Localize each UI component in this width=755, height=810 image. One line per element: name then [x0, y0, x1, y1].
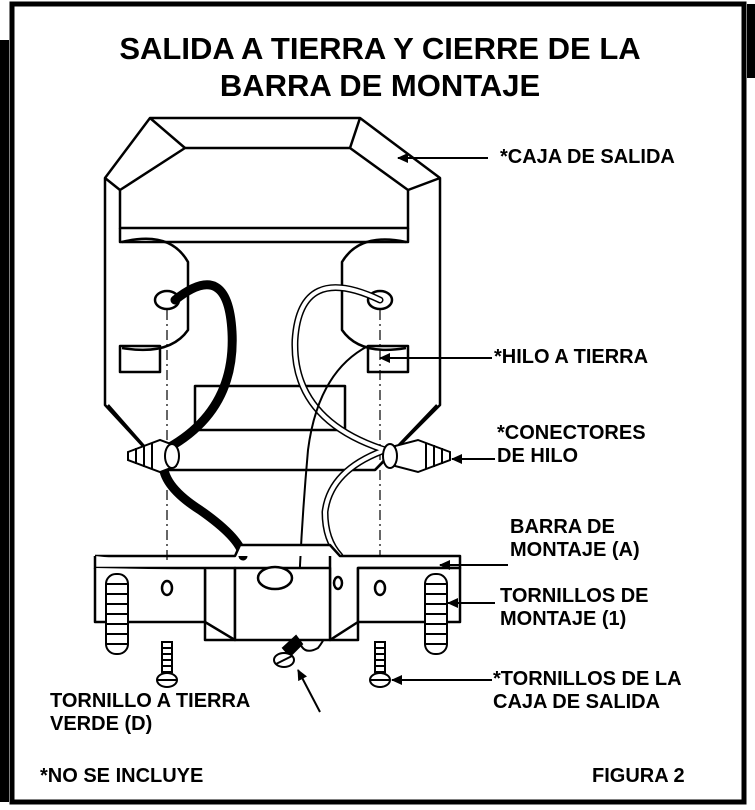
mounting-bar-shape [93, 543, 462, 642]
wire-connector-right [382, 438, 451, 474]
label-mounting-screws: TORNILLOS DE MONTAJE (1) [500, 585, 649, 630]
footnote-not-included: *NO SE INCLUYE [40, 765, 204, 787]
wire-connector-left [127, 438, 180, 474]
mounting-screw-left [105, 573, 129, 655]
label-ground-wire: *HILO A TIERRA [494, 346, 649, 368]
label-green-ground-screw: TORNILLO A TIERRA VERDE (D) [50, 690, 251, 735]
mounting-screw-right [424, 573, 448, 655]
white-wire [291, 284, 396, 560]
green-ground-screw [273, 634, 304, 668]
figure-title: SALIDA A TIERRA Y CIERRE DE LA BARRA DE … [119, 31, 641, 104]
figure-number: FIGURA 2 [592, 765, 685, 787]
outlet-box [103, 116, 442, 472]
label-outlet-box: *CAJA DE SALIDA [500, 146, 675, 168]
leader-arrows [297, 153, 508, 713]
label-outlet-box-screws: *TORNILLOS DE LA CAJA DE SALIDA [493, 668, 682, 713]
outlet-box-screw-right [369, 641, 391, 688]
outlet-box-screw-left [156, 641, 178, 688]
black-wire [158, 280, 248, 561]
label-wire-connectors: *CONECTORES DE HILO [497, 422, 646, 467]
label-mounting-bar: BARRA DE MONTAJE (A) [510, 516, 640, 561]
